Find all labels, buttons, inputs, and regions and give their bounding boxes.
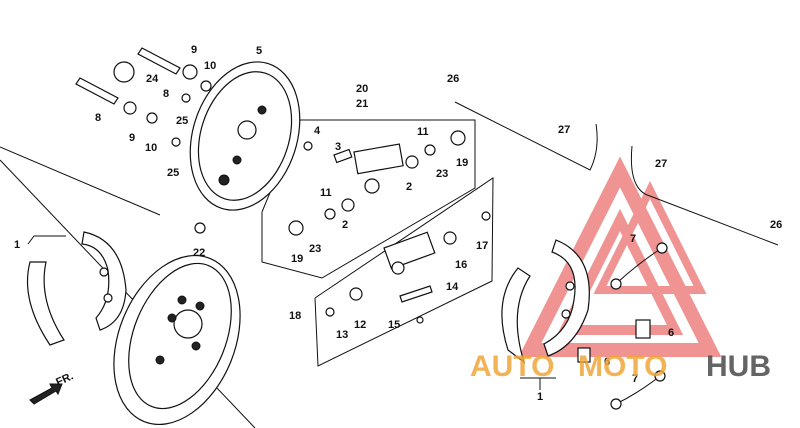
callout-21: 21 — [356, 98, 368, 110]
callout-13: 13 — [336, 329, 348, 341]
wheel-cylinder-lower — [383, 231, 436, 275]
callout-9a: 9 — [191, 44, 197, 56]
watermark-auto: AUTO — [470, 350, 554, 383]
leader-lines — [27, 119, 556, 390]
watermark-hub: HUB — [706, 350, 771, 383]
brake-shoe-left — [26, 231, 127, 346]
small-parts — [75, 47, 491, 324]
brake-rods — [454, 101, 779, 246]
callout-23a: 23 — [436, 168, 448, 180]
callout-6b: 6 — [604, 356, 610, 368]
callout-12: 12 — [354, 319, 366, 331]
callout-20: 20 — [356, 83, 368, 95]
watermark-logo — [518, 156, 722, 357]
callout-8a: 8 — [95, 112, 101, 124]
callout-9b: 9 — [129, 132, 135, 144]
callout-15: 15 — [388, 319, 400, 331]
callout-27b: 27 — [655, 158, 667, 170]
callout-25a: 25 — [176, 115, 188, 127]
callout-6a: 6 — [668, 327, 674, 339]
brake-backing-plate — [189, 61, 301, 211]
callout-4: 4 — [314, 125, 321, 137]
front-direction-label: FR. — [54, 370, 75, 388]
clip-part — [577, 319, 651, 363]
callout-14: 14 — [446, 281, 459, 293]
callout-19a: 19 — [456, 157, 468, 169]
wheel-cylinder-upper — [333, 143, 404, 194]
part-callouts: 1 1 2 2 3 4 5 6 6 7 7 8 8 9 9 10 10 11 1… — [14, 44, 782, 403]
callout-5: 5 — [256, 45, 262, 57]
callout-1a: 1 — [14, 239, 20, 251]
brake-drum — [113, 254, 241, 426]
callout-11a: 11 — [417, 126, 429, 138]
callout-7a: 7 — [630, 233, 636, 245]
callout-19b: 19 — [291, 253, 303, 265]
callout-10a: 10 — [204, 60, 216, 72]
callout-25b: 25 — [167, 167, 179, 179]
callout-17: 17 — [476, 240, 488, 252]
callout-16: 16 — [455, 259, 467, 271]
brake-shoe-right — [501, 239, 590, 364]
watermark-moto: MOTO — [578, 350, 667, 383]
callout-2a: 2 — [406, 181, 412, 193]
front-direction: FR. — [29, 370, 75, 405]
callout-26a: 26 — [447, 73, 459, 85]
watermark-text: AUTO MOTO HUB — [470, 350, 771, 383]
callout-3: 3 — [335, 141, 341, 153]
callout-22: 22 — [193, 247, 205, 259]
callout-11b: 11 — [320, 187, 332, 199]
callout-7b: 7 — [632, 373, 638, 385]
callout-23b: 23 — [309, 243, 321, 255]
return-springs — [610, 242, 668, 410]
callout-1b: 1 — [537, 391, 543, 403]
callout-24: 24 — [146, 73, 159, 85]
callout-8b: 8 — [163, 88, 169, 100]
callout-27a: 27 — [558, 124, 570, 136]
callout-26b: 26 — [770, 219, 782, 231]
callout-2b: 2 — [342, 219, 348, 231]
callout-18: 18 — [289, 310, 301, 322]
callout-10b: 10 — [145, 142, 157, 154]
